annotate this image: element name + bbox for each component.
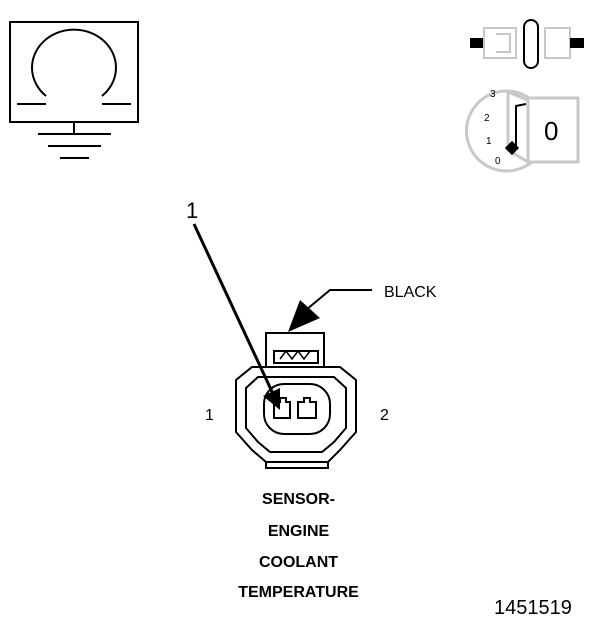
ignition-key-icon [465, 89, 580, 173]
connector-face [235, 332, 357, 469]
pin-label-1: 1 [205, 407, 214, 424]
ignition-position-2: 2 [484, 113, 490, 124]
ignition-key-label: 0 [544, 116, 559, 146]
figure-id: 1451519 [494, 597, 572, 619]
component-title-line-3: COOLANT [258, 554, 339, 571]
pin-label-2: 2 [380, 407, 389, 424]
ignition-position-0: 0 [495, 156, 501, 167]
ignition-position-1: 1 [486, 136, 492, 147]
connector-disconnected-icon [470, 19, 584, 69]
ignition-position-3: 3 [490, 89, 496, 100]
component-title-line-1: SENSOR- [262, 491, 335, 508]
component-title-line-2: ENGINE [267, 523, 330, 540]
component-title-line-4: TEMPERATURE [238, 584, 359, 601]
ohmmeter-ground-icon [9, 21, 139, 159]
callout-number: 1 [186, 198, 199, 223]
color-leader-arrow [288, 289, 372, 332]
connector-color-label: BLACK [384, 284, 437, 301]
